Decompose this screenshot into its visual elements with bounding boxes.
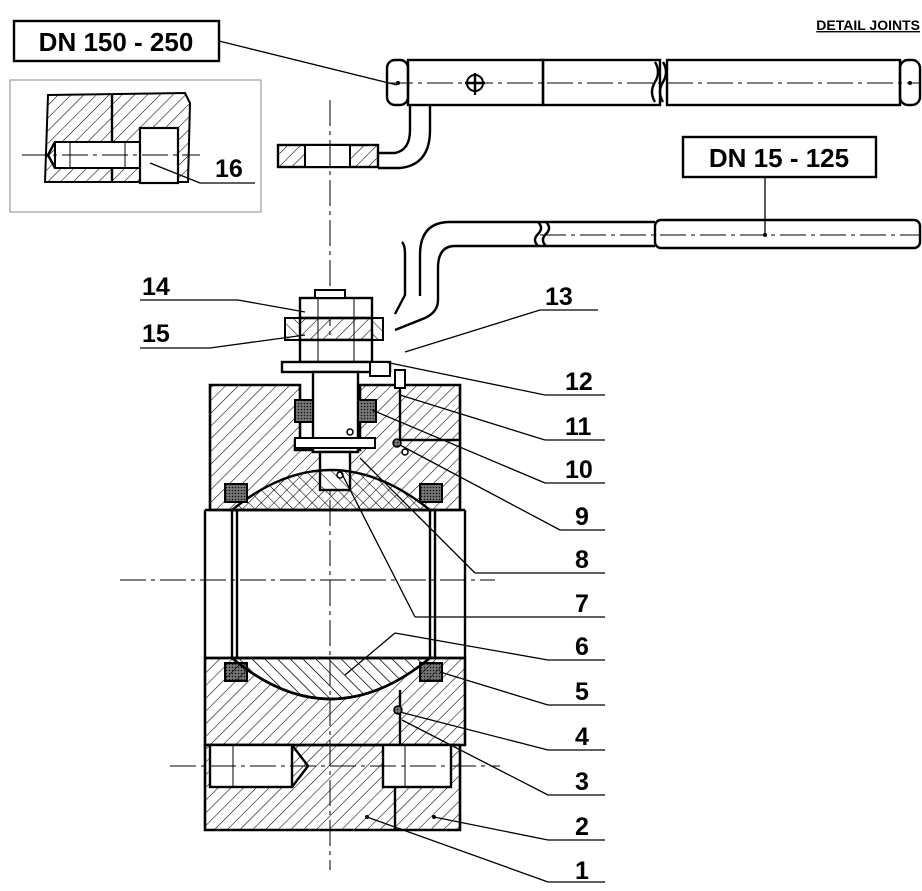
part-number-14: 14 — [142, 273, 170, 301]
detail-joints-title: DETAIL JOINTS — [816, 17, 920, 33]
dn-15-125-label: DN 15 - 125 — [709, 143, 849, 173]
part-number-5: 5 — [575, 678, 589, 706]
part-callouts: 14 15 13 12 11 10 9 8 7 — [140, 273, 605, 885]
part-number-11: 11 — [565, 413, 592, 441]
part-number-10: 10 — [565, 456, 593, 484]
part-number-4: 4 — [575, 723, 589, 751]
part-number-16: 16 — [215, 155, 243, 183]
detail-joint-inset: 16 — [9, 79, 262, 213]
part-number-12: 12 — [565, 368, 593, 396]
part-number-2: 2 — [575, 813, 589, 841]
large-lever-handle — [276, 58, 922, 170]
stem-nut-assembly — [280, 289, 392, 377]
part-number-7: 7 — [575, 590, 589, 618]
small-lever-handle — [393, 218, 922, 332]
dn-150-250-callout: DN 150 - 250 — [12, 19, 398, 86]
valve-body — [120, 369, 500, 832]
part-number-3: 3 — [575, 768, 589, 796]
part-number-15: 15 — [142, 320, 170, 348]
dn-15-125-callout: DN 15 - 125 — [681, 135, 878, 236]
part-number-8: 8 — [575, 546, 589, 574]
dn-150-250-label: DN 150 - 250 — [39, 27, 194, 57]
part-number-1: 1 — [575, 857, 589, 885]
part-number-9: 9 — [575, 503, 589, 531]
part-number-13: 13 — [545, 283, 573, 311]
part-number-6: 6 — [575, 633, 589, 661]
